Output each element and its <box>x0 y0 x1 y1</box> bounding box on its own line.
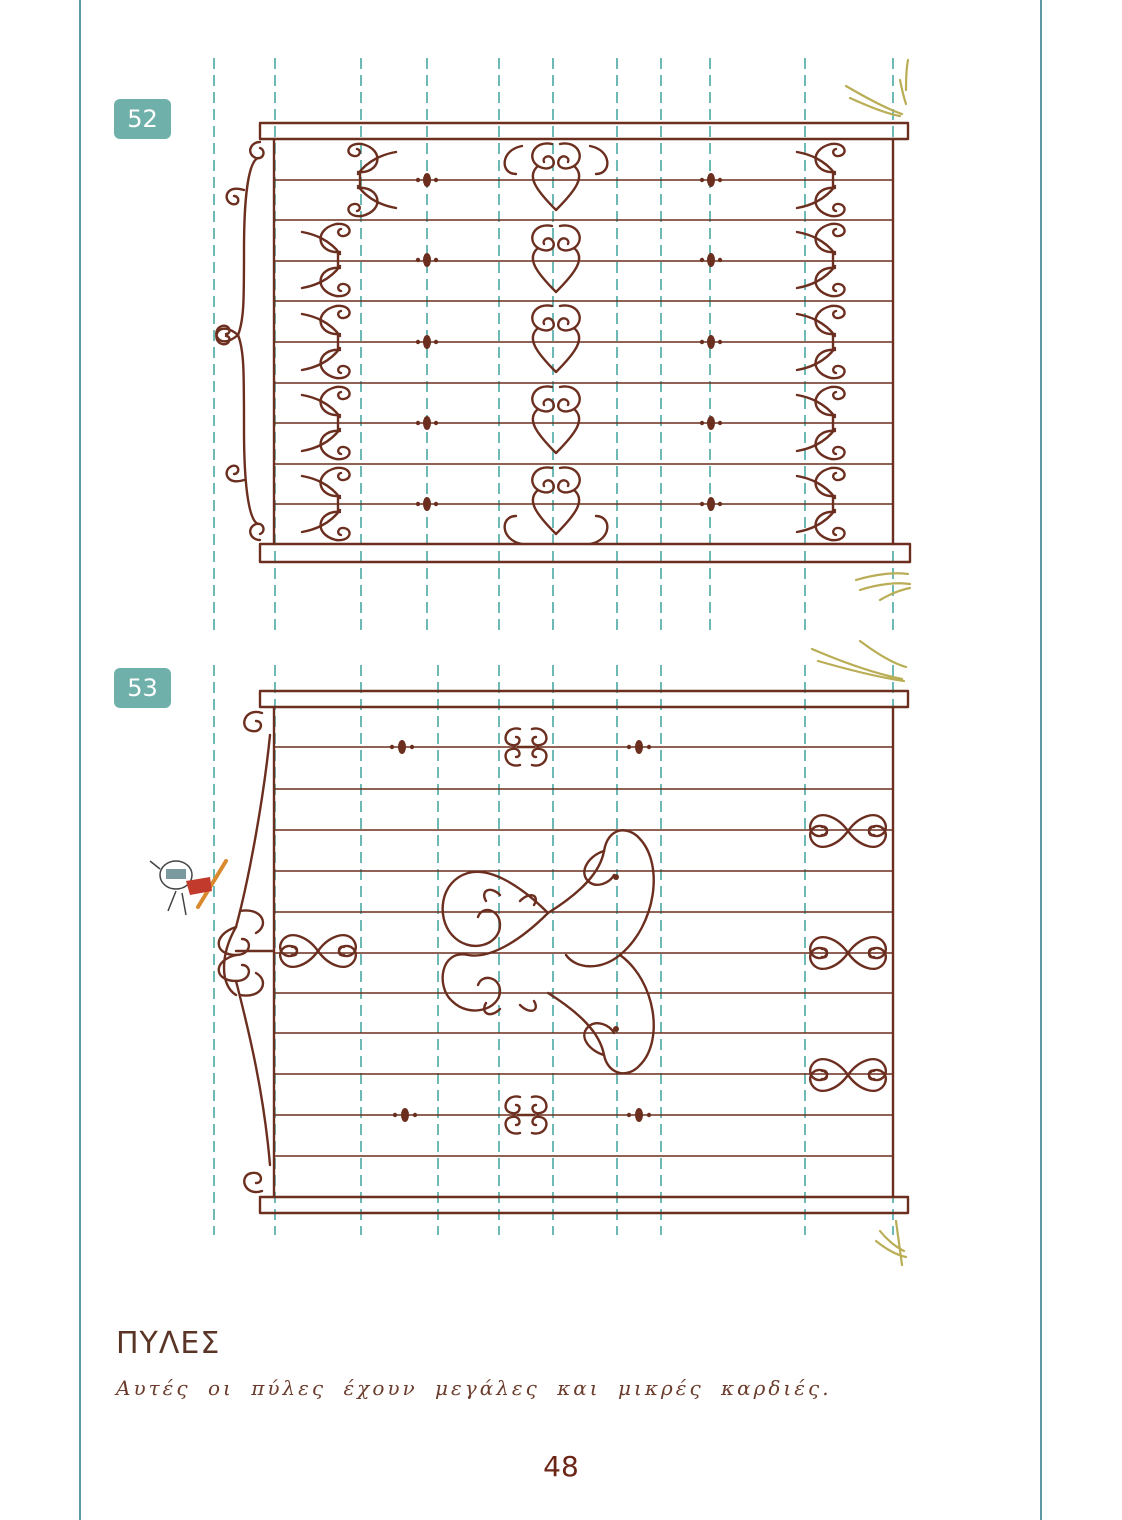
exercise-53-badge: 53 <box>114 668 171 708</box>
heart-scroll-icon <box>503 142 609 546</box>
scroll-ornament-icon <box>217 710 276 1194</box>
gate-52-bars <box>274 179 893 505</box>
page-title: ΠΥΛΕΣ <box>116 1326 221 1361</box>
right-margin-line <box>1040 0 1042 1520</box>
page-number: 48 <box>543 1450 579 1483</box>
rivet-dot-icon <box>389 740 652 1122</box>
left-margin-line <box>79 0 81 1520</box>
grass-tuft-icon <box>844 58 912 602</box>
gate-53-bars <box>274 746 893 1157</box>
exercise-caption: Αυτές οι πύλες έχουν μεγάλες και μικρές … <box>116 1376 832 1400</box>
large-heart-scroll-icon <box>441 829 655 1075</box>
scroll-ornament-icon <box>215 140 265 542</box>
exercise-52-badge: 52 <box>114 99 171 139</box>
gate-53-drawing <box>149 639 910 1267</box>
child-with-pencil-illustration <box>149 859 228 916</box>
gate-52-drawing <box>213 58 912 630</box>
grass-tuft-icon <box>810 639 908 1267</box>
